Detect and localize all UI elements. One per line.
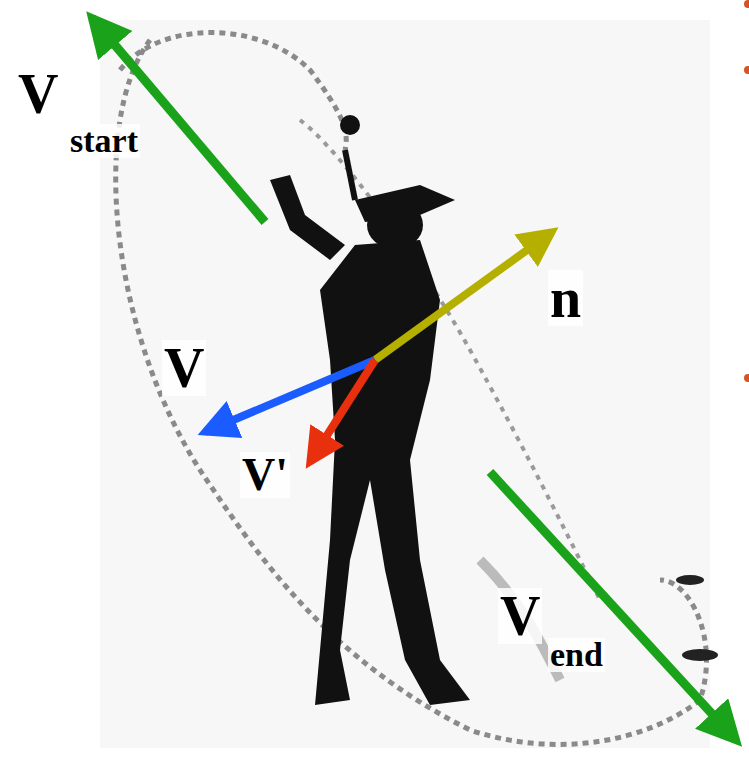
subscript-label: end [548, 638, 605, 672]
bullet-dot [744, 0, 749, 8]
ball-mark [676, 575, 704, 585]
vector-end [490, 472, 736, 740]
ball-mark [682, 649, 718, 661]
vector-name: V [498, 588, 542, 644]
vector-name: V [162, 340, 206, 396]
normal-vector [375, 232, 552, 360]
bullet-dot [744, 66, 749, 74]
swing-arc [116, 33, 707, 745]
golfer-figure [270, 115, 470, 705]
vector-v-prime [310, 360, 375, 462]
vector-start [92, 18, 265, 222]
vector-name: V [16, 66, 60, 122]
bullet-dot [744, 374, 749, 382]
vector-name: n [548, 270, 583, 326]
subscript-label: start [68, 124, 140, 158]
vector-name: V' [240, 452, 290, 498]
